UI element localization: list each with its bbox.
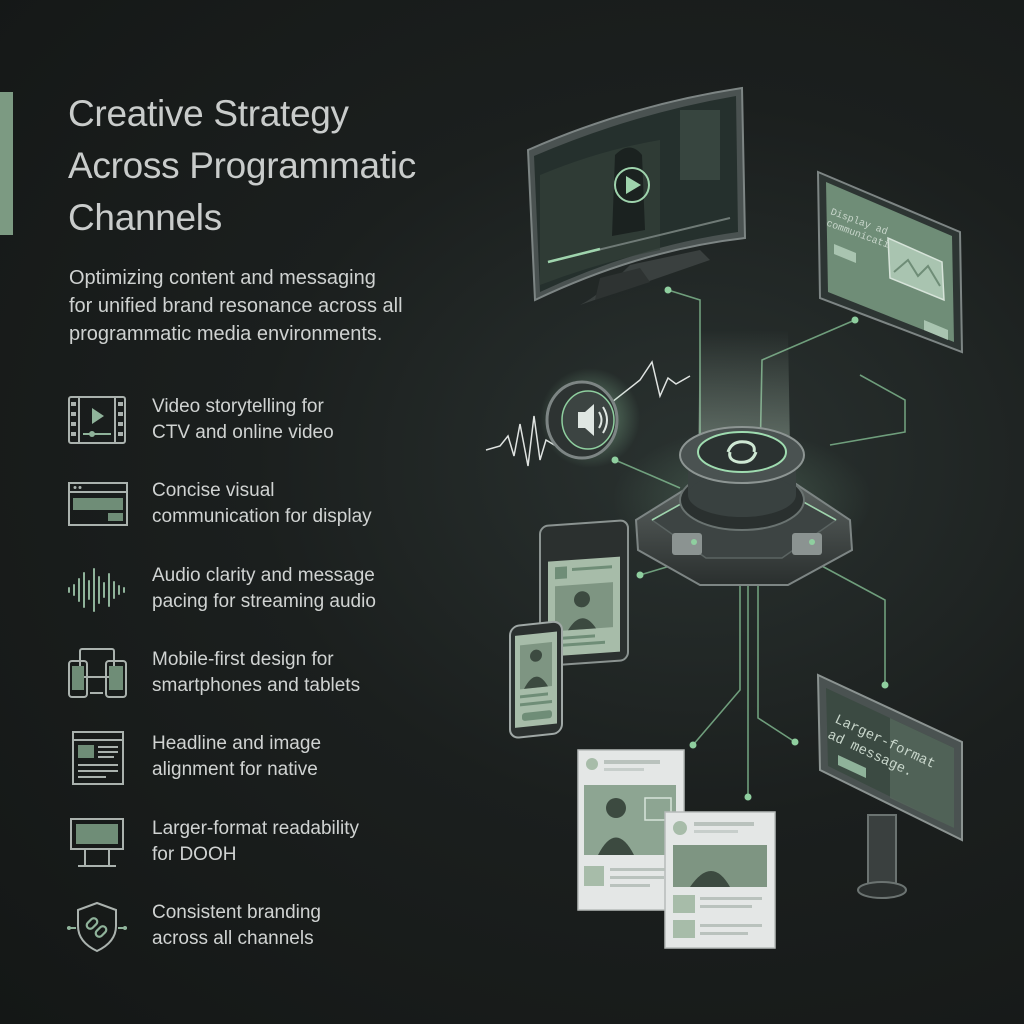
central-hub xyxy=(612,330,872,586)
feature-text: Larger-format readability for DOOH xyxy=(152,816,452,868)
display-ad-panel: Display ad communication xyxy=(816,170,964,354)
feature-line: alignment for native xyxy=(152,759,318,780)
feature-line: pacing for streaming audio xyxy=(152,591,376,612)
feature-line: communication for display xyxy=(152,506,372,527)
feature-dooh: Larger-format readability for DOOH xyxy=(66,816,446,876)
title-line: Channels xyxy=(68,197,222,238)
feature-line: Larger-format readability xyxy=(152,818,359,839)
feature-branding: Consistent branding across all channels xyxy=(66,900,446,960)
subtitle-line: Optimizing content and messaging xyxy=(69,267,376,289)
feature-text: Audio clarity and message pacing for str… xyxy=(152,563,452,615)
feature-text: Consistent branding across all channels xyxy=(152,900,452,952)
subtitle-line: programmatic media environments. xyxy=(69,323,383,345)
title-line: Creative Strategy xyxy=(68,93,349,134)
billboard-icon xyxy=(70,818,124,867)
feature-text: Concise visual communication for display xyxy=(152,478,452,530)
accent-bar xyxy=(0,92,13,235)
feature-audio: Audio clarity and message pacing for str… xyxy=(66,563,446,623)
feature-line: smartphones and tablets xyxy=(152,675,361,696)
native-articles xyxy=(577,749,776,949)
feature-mobile: Mobile-first design for smartphones and … xyxy=(66,647,446,707)
feature-line: Headline and image xyxy=(152,733,322,754)
feature-line: for DOOH xyxy=(152,844,237,865)
feature-native: Headline and image alignment for native xyxy=(66,731,446,791)
audio-waveform-icon xyxy=(68,568,125,612)
title-line: Across Programmatic xyxy=(68,145,416,186)
feature-line: Audio clarity and message xyxy=(152,565,375,586)
feature-line: Concise visual xyxy=(152,480,275,501)
feature-line: Consistent branding xyxy=(152,902,321,923)
feature-line: Mobile-first design for xyxy=(152,649,334,670)
speaker-icon xyxy=(485,360,691,468)
video-film-icon xyxy=(68,396,126,444)
feature-line: across all channels xyxy=(152,928,314,949)
page-title: Creative Strategy Across Programmatic Ch… xyxy=(68,88,508,244)
feature-text: Headline and image alignment for native xyxy=(152,731,452,783)
feature-text: Video storytelling for CTV and online vi… xyxy=(152,394,452,446)
ctv-screen xyxy=(526,86,747,305)
feature-display: Concise visual communication for display xyxy=(66,478,446,538)
mobile-devices xyxy=(509,519,629,739)
dooh-billboard: Larger-format ad message. xyxy=(816,673,963,899)
mobile-devices-icon xyxy=(68,648,127,698)
native-article-icon xyxy=(72,731,124,785)
feature-text: Mobile-first design for smartphones and … xyxy=(152,647,452,699)
page-subtitle: Optimizing content and messaging for uni… xyxy=(69,264,449,348)
display-window-icon xyxy=(68,482,128,526)
subtitle-line: for unified brand resonance across all xyxy=(69,295,403,317)
shield-link-icon xyxy=(67,901,127,953)
feature-line: CTV and online video xyxy=(152,422,334,443)
feature-video: Video storytelling for CTV and online vi… xyxy=(66,394,446,454)
feature-line: Video storytelling for xyxy=(152,396,324,417)
